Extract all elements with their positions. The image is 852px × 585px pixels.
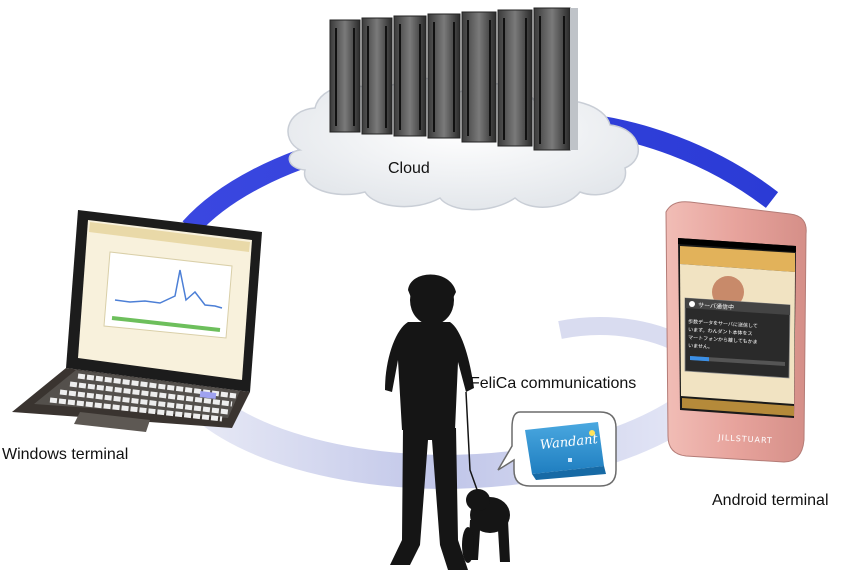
cloud-label: Cloud: [388, 160, 430, 177]
wandant-device-icon: Wandant: [525, 422, 606, 480]
phone-dialog-line-3: マートフォンから離してもかま: [688, 334, 758, 346]
windows-terminal-label: Windows terminal: [2, 446, 129, 463]
phone-dialog-title: サーバ通信中: [698, 301, 734, 311]
server-rack-icon: [329, 7, 578, 151]
person-with-dog-silhouette: [385, 274, 510, 570]
laptop-icon: [12, 210, 262, 432]
felica-communications-label: FeliCa communications: [470, 375, 637, 392]
phone-dialog-line-1: 歩数データをサーバに送信して: [688, 318, 758, 330]
device-logo: Wandant: [539, 432, 599, 453]
felica-device-callout: Wandant: [497, 411, 617, 487]
phone-dialog-line-4: いません。: [688, 343, 713, 351]
phone-dialog-line-2: います。わんダント本体をス: [688, 326, 753, 337]
smartphone-icon: サーバ通信中 歩数データをサーバに送信して います。わんダント本体をス マートフ…: [665, 201, 807, 463]
phone-brand-logo: JILLSTUART: [717, 433, 773, 445]
phone-progress-bar: [690, 356, 785, 366]
android-terminal-label: Android terminal: [712, 492, 829, 509]
